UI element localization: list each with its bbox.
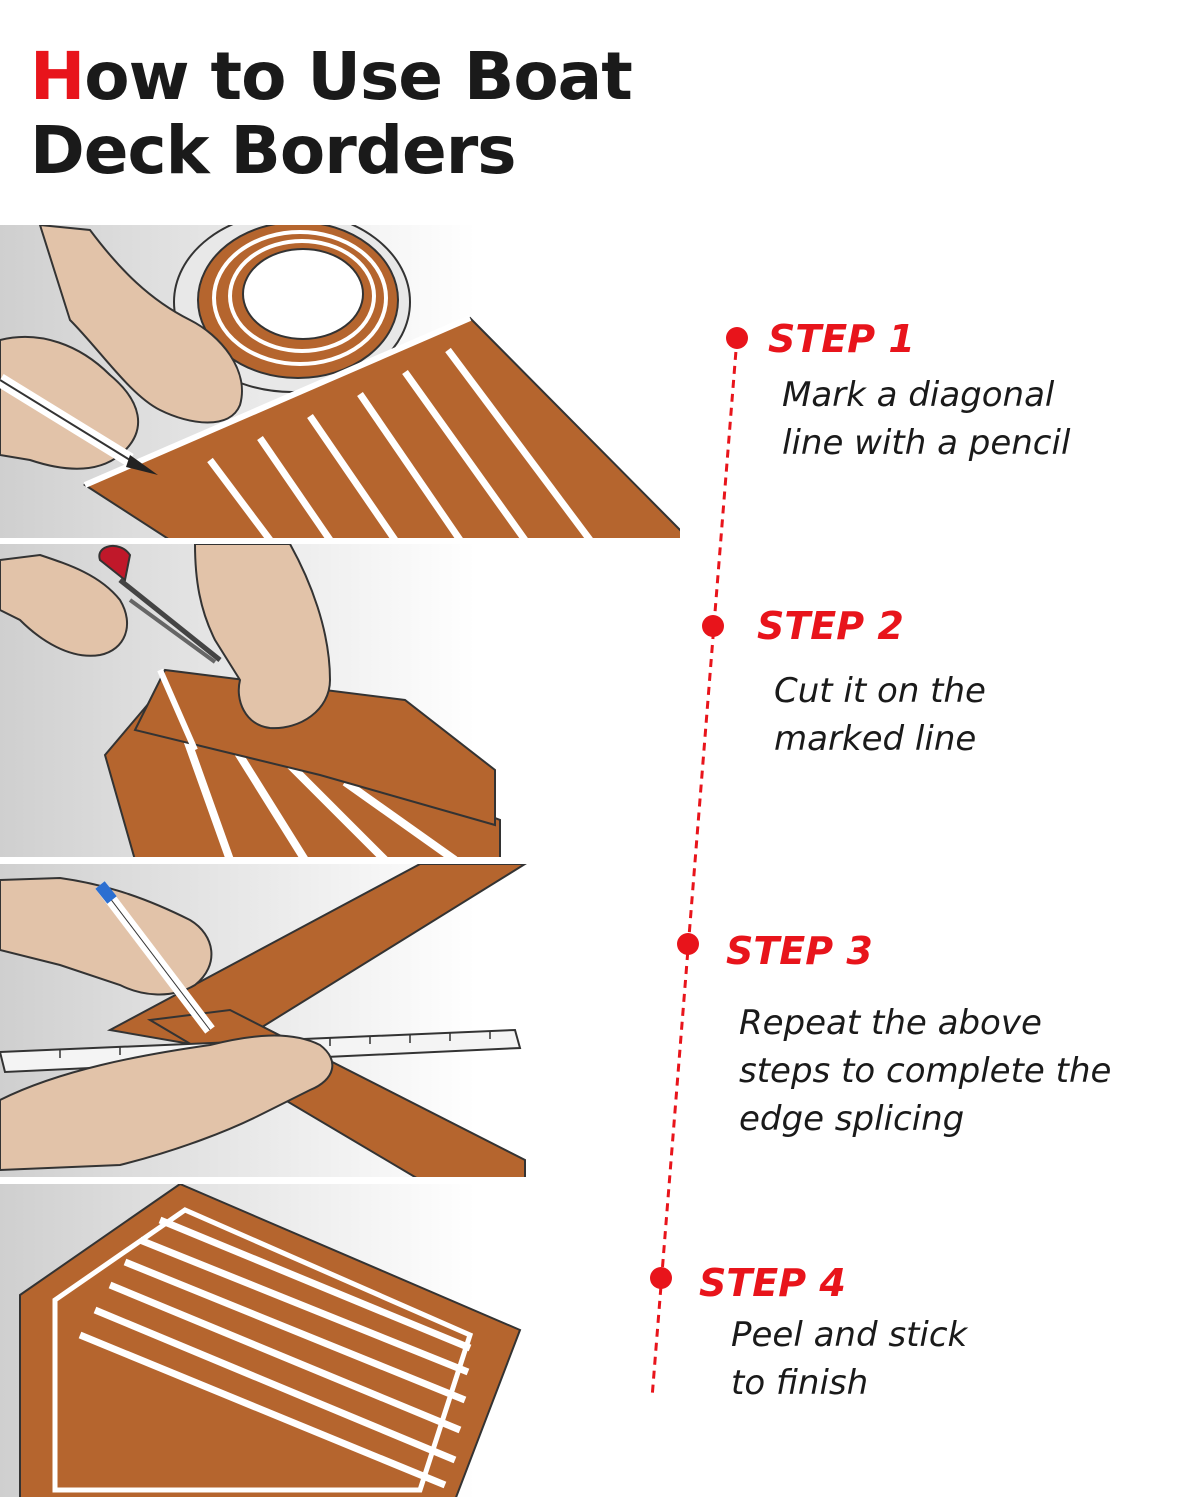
hand-cutting — [0, 553, 129, 657]
step-desc-line: marked line — [774, 719, 977, 759]
timeline-dot-icon — [677, 933, 699, 955]
hand-holding-ruler — [0, 1034, 334, 1172]
timeline-dot-icon — [726, 327, 748, 349]
step2-illustration — [0, 544, 501, 857]
step-description: Repeat the above steps to complete the e… — [739, 999, 1189, 1143]
timeline-dot-icon — [650, 1267, 672, 1289]
step-heading: STEP 3 — [726, 929, 873, 973]
step-desc-line: Repeat the above — [739, 1003, 1042, 1043]
step-heading: STEP 2 — [757, 604, 904, 648]
finished-deck-border — [19, 1184, 522, 1497]
teak-strip — [82, 315, 680, 538]
title-initial: H — [30, 38, 85, 115]
step-desc-line: edge splicing — [739, 1099, 965, 1139]
step-desc-line: to finish — [731, 1363, 869, 1403]
step1-illustration — [0, 225, 680, 538]
step4-illustration — [19, 1184, 522, 1497]
tape-roll — [173, 225, 411, 393]
title-line2: Deck Borders — [30, 112, 517, 189]
scissors-icon — [98, 545, 222, 664]
step-desc-line: line with a pencil — [782, 423, 1071, 463]
step3-illustration — [0, 864, 527, 1177]
title-line1-rest: ow to Use Boat — [84, 38, 633, 115]
step-desc-line: Cut it on the — [774, 671, 986, 711]
hand-right — [38, 225, 243, 424]
pencil-icon — [0, 374, 158, 475]
step-desc-line: Peel and stick — [731, 1315, 968, 1355]
pen-icon — [95, 881, 215, 1034]
teak-pieces — [103, 668, 501, 857]
page-title: How to Use Boat Deck Borders — [30, 38, 633, 189]
timeline-dashed-line — [650, 337, 739, 1399]
timeline-dot-icon — [702, 615, 724, 637]
step-description: Mark a diagonal line with a pencil — [782, 371, 1200, 467]
step-heading: STEP 4 — [699, 1261, 846, 1305]
hand-holding — [193, 544, 332, 730]
step-desc-line: Mark a diagonal — [782, 375, 1055, 415]
step-description: Cut it on the marked line — [774, 667, 1200, 763]
step-desc-line: steps to complete the — [739, 1051, 1112, 1091]
step-heading: STEP 1 — [768, 317, 915, 361]
step-description: Peel and stick to finish — [731, 1311, 1171, 1407]
